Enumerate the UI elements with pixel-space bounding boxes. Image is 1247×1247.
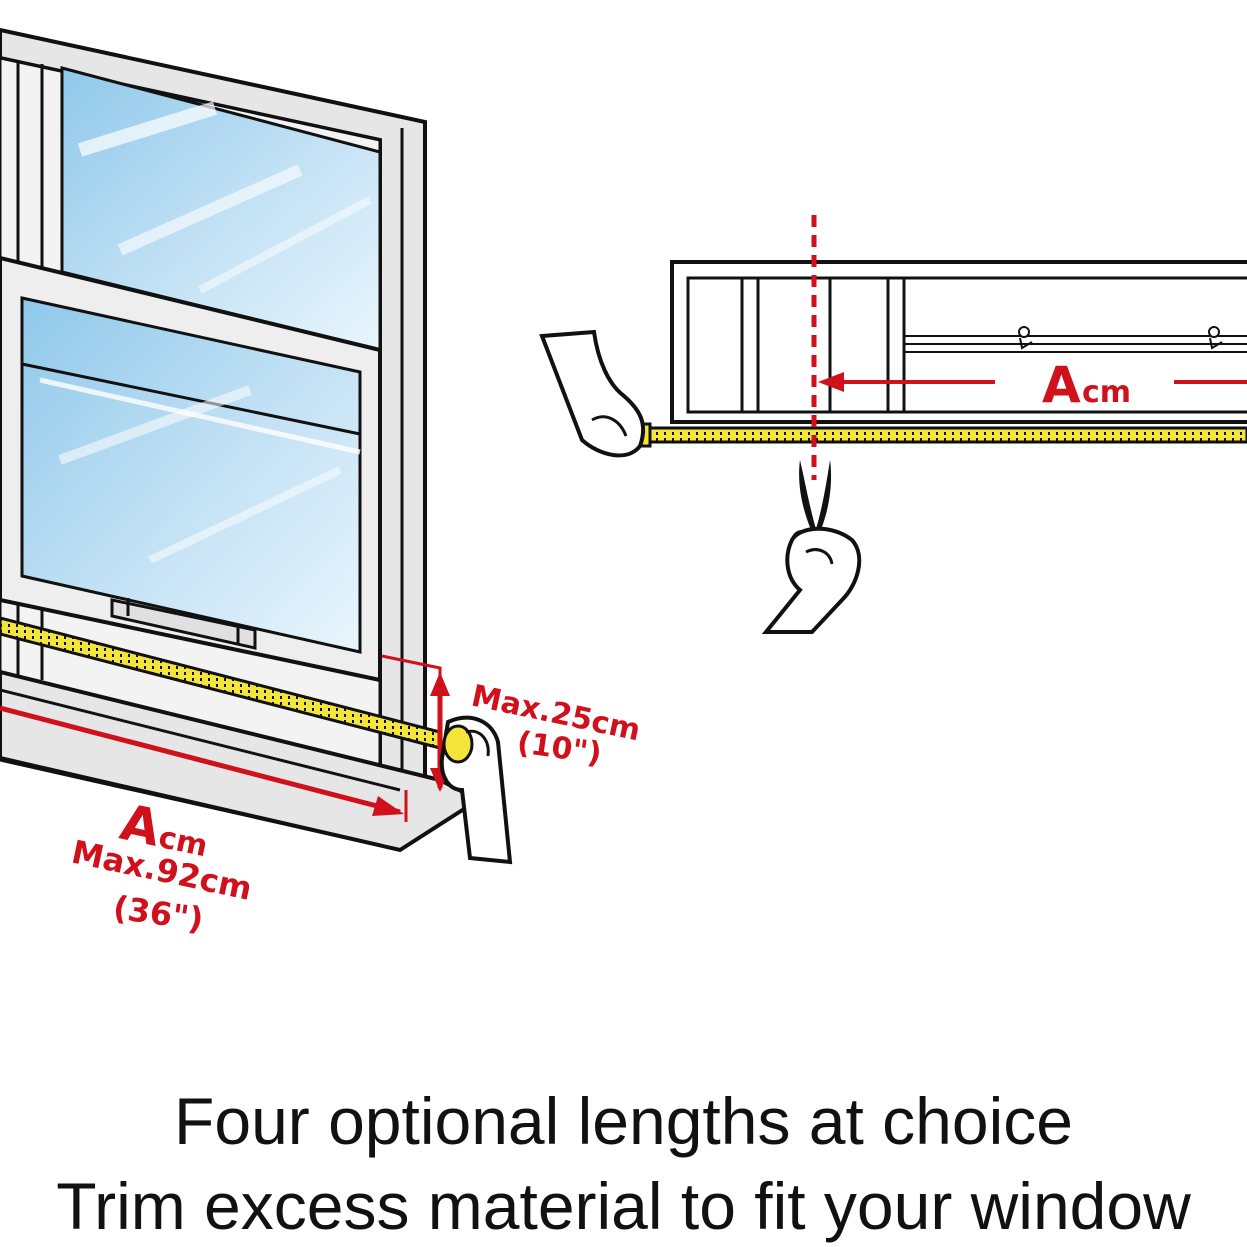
clip-icon-2 bbox=[1208, 326, 1223, 350]
trim-letter: A bbox=[1042, 356, 1081, 414]
caption-line-2: Trim excess material to fit your window bbox=[56, 1169, 1191, 1243]
measuring-tape-panel bbox=[620, 422, 1247, 448]
window-seal-panel bbox=[670, 260, 1247, 424]
hand-holding-tape-icon bbox=[439, 715, 513, 865]
trim-length-arrow bbox=[818, 372, 1247, 392]
clip-icon bbox=[1018, 326, 1033, 350]
hand-holding-scissors-icon bbox=[761, 526, 862, 634]
caption-line-1: Four optional lengths at choice bbox=[174, 1084, 1073, 1158]
sash-window bbox=[0, 27, 482, 853]
lower-glass-pane bbox=[20, 296, 362, 654]
sash-handle bbox=[110, 598, 257, 650]
width-dimension-arrow bbox=[0, 705, 408, 822]
window-sill bbox=[0, 669, 482, 853]
hand-holding-tape-end-icon bbox=[539, 329, 646, 458]
trim-unit: cm bbox=[1082, 375, 1131, 410]
